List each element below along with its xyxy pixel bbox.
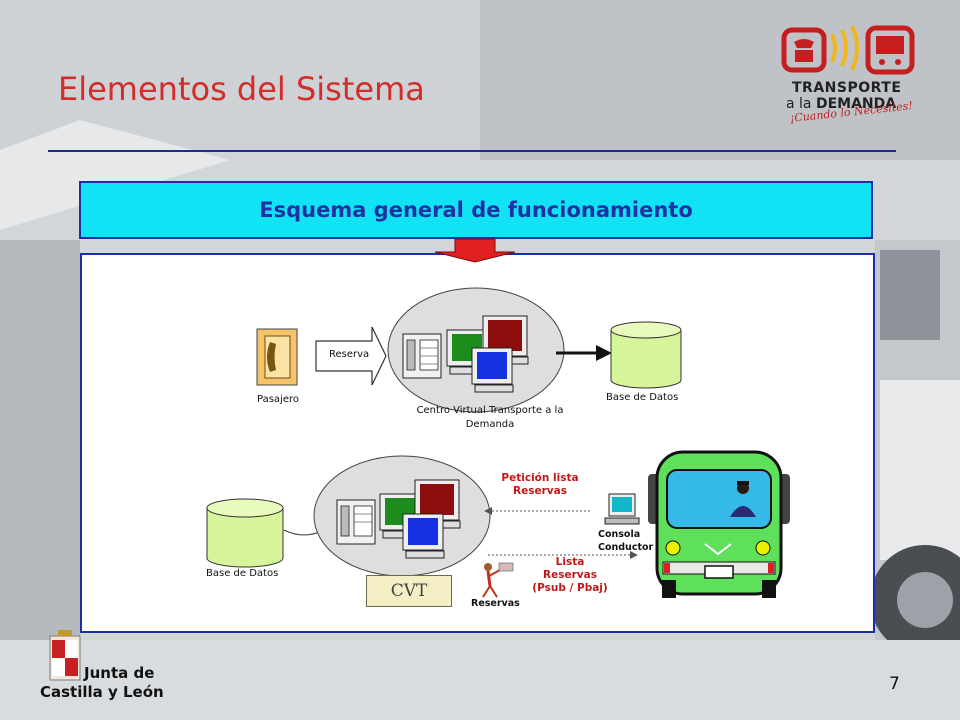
junta-line1: Junta de [84, 664, 155, 682]
logo-line2-bold: DEMANDA [815, 96, 897, 112]
label-pasajero: Pasajero [257, 394, 299, 405]
page-number: 7 [889, 674, 900, 694]
section-banner: Esquema general de funcionamiento [79, 181, 873, 239]
lista-arrow-icon [630, 551, 638, 559]
transporte-logo-icon [781, 25, 915, 75]
bottom-fax-icon [336, 499, 376, 545]
label-consola-conductor: Consola Conductor [598, 529, 654, 553]
phone-icon [256, 328, 298, 386]
junta-line2: Castilla y León [40, 683, 164, 701]
title-divider [48, 150, 896, 152]
label-reserva: Reserva [329, 349, 370, 360]
logo-line2: a la DEMANDA [786, 96, 896, 112]
bottom-computer-blue-icon [402, 513, 445, 559]
logo-line1: TRANSPORTE [792, 80, 902, 96]
walking-person-icon [482, 562, 514, 598]
label-bottom-base-datos: Base de Datos [206, 568, 279, 579]
top-computer-blue-icon [471, 347, 514, 393]
top-database-icon [610, 321, 682, 389]
label-top-base-datos: Base de Datos [606, 392, 679, 403]
label-lista-reservas: Lista Reservas (Psub / Pbaj) [532, 556, 608, 594]
bottom-database-icon [206, 498, 284, 568]
console-icon [604, 493, 640, 525]
top-fax-icon [402, 333, 442, 379]
junta-shield-icon [49, 630, 81, 681]
reserva-arrow-icon [315, 326, 387, 386]
banner-text: Esquema general de funcionamiento [259, 198, 693, 222]
down-arrow-icon [434, 238, 516, 263]
top-db-arrow-icon [596, 345, 612, 361]
bus-icon [648, 450, 790, 598]
cvt-box: CVT [366, 575, 452, 607]
peticion-arrow-icon [484, 507, 492, 515]
logo-line2-prefix: a la [786, 96, 816, 112]
slide-title: Elementos del Sistema [58, 70, 425, 108]
label-centro-virtual: Centro Virtual Transporte a la Demanda [416, 405, 564, 430]
label-peticion-lista: Petición lista Reservas [501, 472, 579, 497]
label-reservas: Reservas [471, 598, 520, 609]
